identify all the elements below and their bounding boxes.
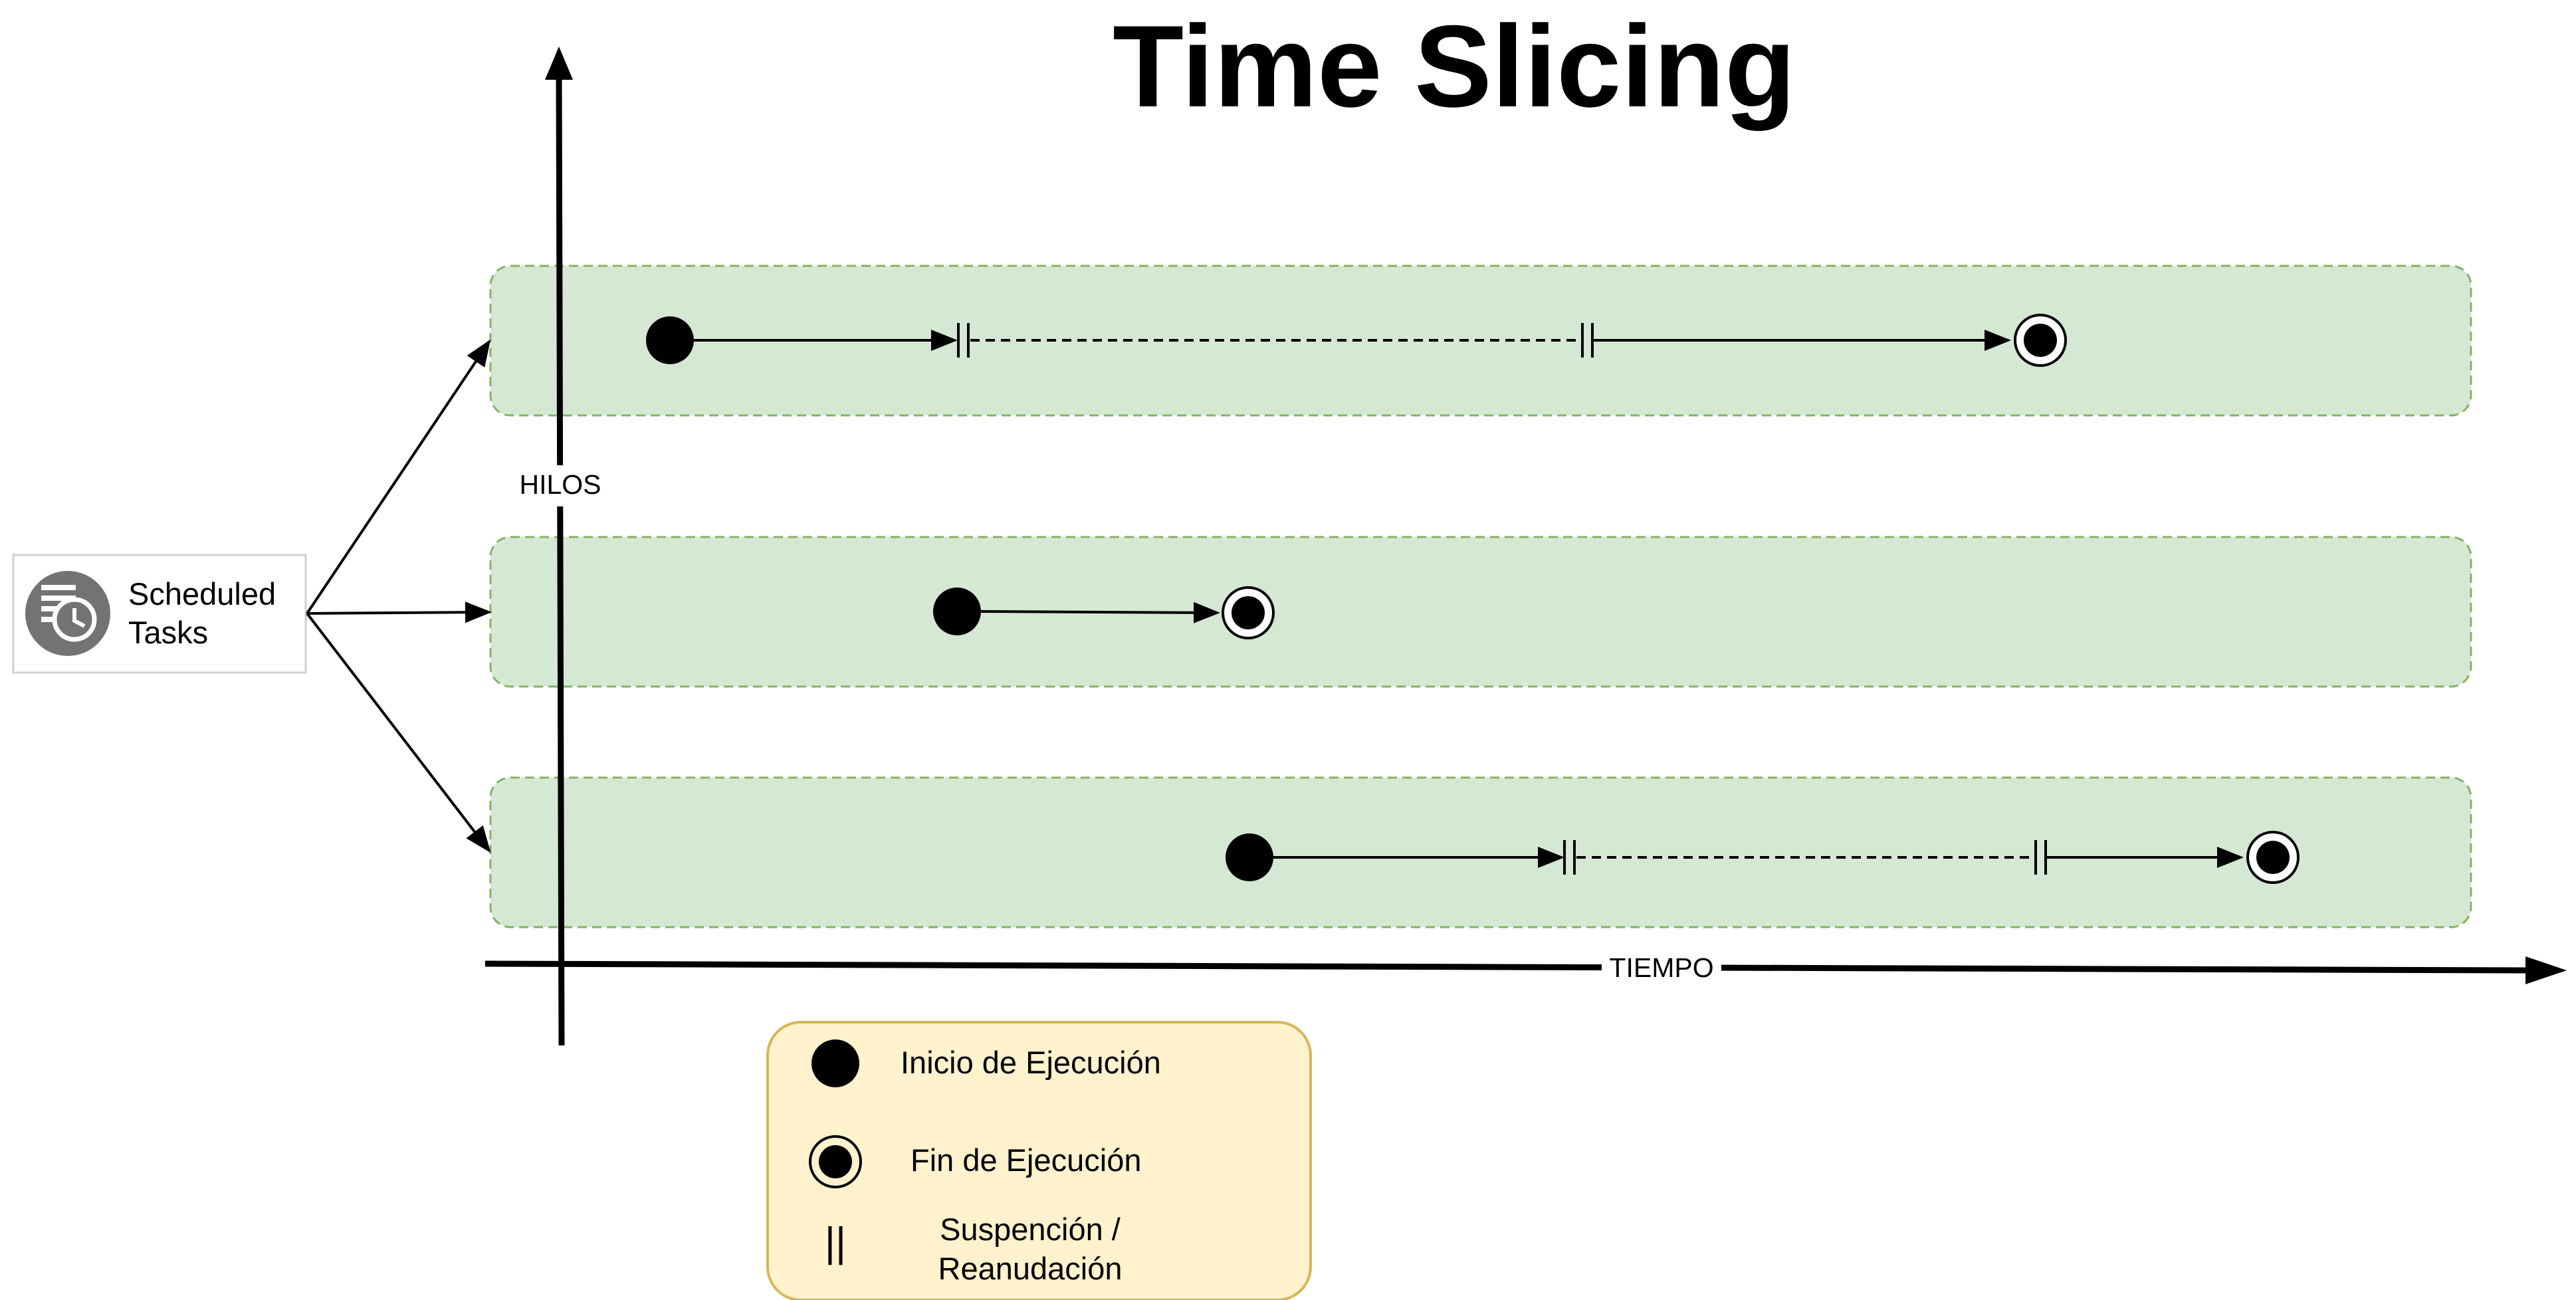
legend-start-label: Inicio de Ejecución	[901, 1045, 1161, 1080]
legend-pause-label-line2: Reanudación	[938, 1251, 1123, 1286]
lane-3-timeline	[1226, 831, 2300, 884]
lane-2-start-node	[933, 588, 981, 635]
lane-2-run-segment	[980, 601, 1220, 623]
legend-pause-icon: ||	[825, 1220, 846, 1265]
y-axis	[545, 47, 573, 1046]
legend-start-icon	[811, 1039, 859, 1087]
x-axis-label-bg	[1602, 948, 1721, 989]
dispatch-arrow-lane-3	[306, 612, 491, 853]
lane-3-end-node	[2246, 831, 2300, 884]
legend-end-icon	[809, 1135, 862, 1188]
scheduled-tasks-icon	[25, 571, 110, 656]
scheduled-tasks-label-line1: Scheduled	[128, 576, 276, 611]
lane-3-start-node	[1226, 833, 1273, 881]
lane-1-timeline	[646, 314, 2067, 367]
y-axis-label: HILOS	[519, 469, 601, 500]
scheduled-tasks-label-line2: Tasks	[128, 615, 208, 650]
dispatch-arrow-lane-2	[306, 601, 492, 623]
lane-1-resume-marker	[1581, 323, 1594, 358]
lane-1-end-node	[2014, 314, 2067, 367]
lane-3-resume-marker	[2034, 840, 2047, 875]
lane-3-suspend-marker	[1563, 840, 1576, 875]
scheduled-tasks-node: Scheduled Tasks	[12, 554, 307, 674]
lane-2-timeline	[933, 586, 1275, 639]
diagram-title: Time Slicing	[1113, 2, 1796, 132]
lane-2-end-node	[1222, 586, 1275, 639]
lane-1-start-node	[646, 316, 694, 364]
x-axis-label: TIEMPO	[1609, 952, 1713, 983]
legend: Inicio de Ejecución Fin de Ejecución || …	[766, 1021, 1312, 1300]
dispatch-arrow-lane-1	[306, 339, 491, 615]
legend-end-label: Fin de Ejecución	[911, 1142, 1141, 1178]
legend-pause-label-line1: Suspención /	[940, 1212, 1121, 1247]
thread-lane-3	[489, 776, 2472, 928]
x-axis	[484, 956, 2567, 984]
thread-lane-2	[489, 536, 2472, 688]
legend-box	[766, 1021, 1312, 1300]
y-axis-label-bg	[512, 465, 610, 506]
lane-1-suspend-marker	[957, 323, 970, 358]
